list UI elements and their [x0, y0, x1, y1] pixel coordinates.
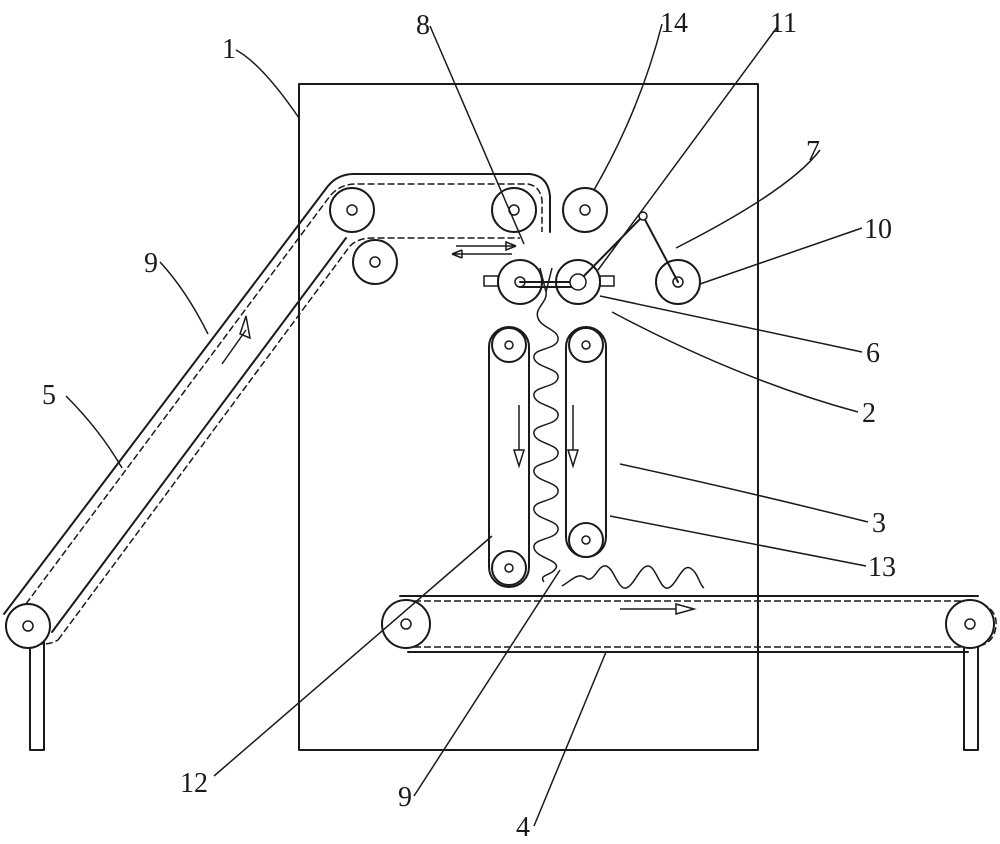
inclined-conveyor — [4, 174, 550, 644]
label-12: 12 — [180, 768, 208, 799]
label-3: 3 — [872, 508, 886, 539]
label-1: 1 — [222, 34, 236, 65]
label-5: 5 — [42, 380, 56, 411]
label-10: 10 — [864, 214, 892, 245]
laid-web — [562, 566, 704, 588]
label-9-bottom: 9 — [398, 782, 412, 813]
label-11: 11 — [770, 8, 797, 39]
label-6: 6 — [866, 338, 880, 369]
flow-arrows — [222, 242, 694, 614]
label-2: 2 — [862, 398, 876, 429]
label-4: 4 — [516, 812, 530, 843]
left-guide-belt — [489, 327, 529, 587]
label-8: 8 — [416, 10, 430, 41]
label-13: 13 — [868, 552, 896, 583]
leader-lines — [66, 24, 868, 826]
label-9-top: 9 — [144, 248, 158, 279]
bottom-conveyor — [382, 596, 996, 652]
label-14: 14 — [660, 8, 688, 39]
folded-web — [534, 292, 558, 582]
label-7: 7 — [806, 136, 820, 167]
